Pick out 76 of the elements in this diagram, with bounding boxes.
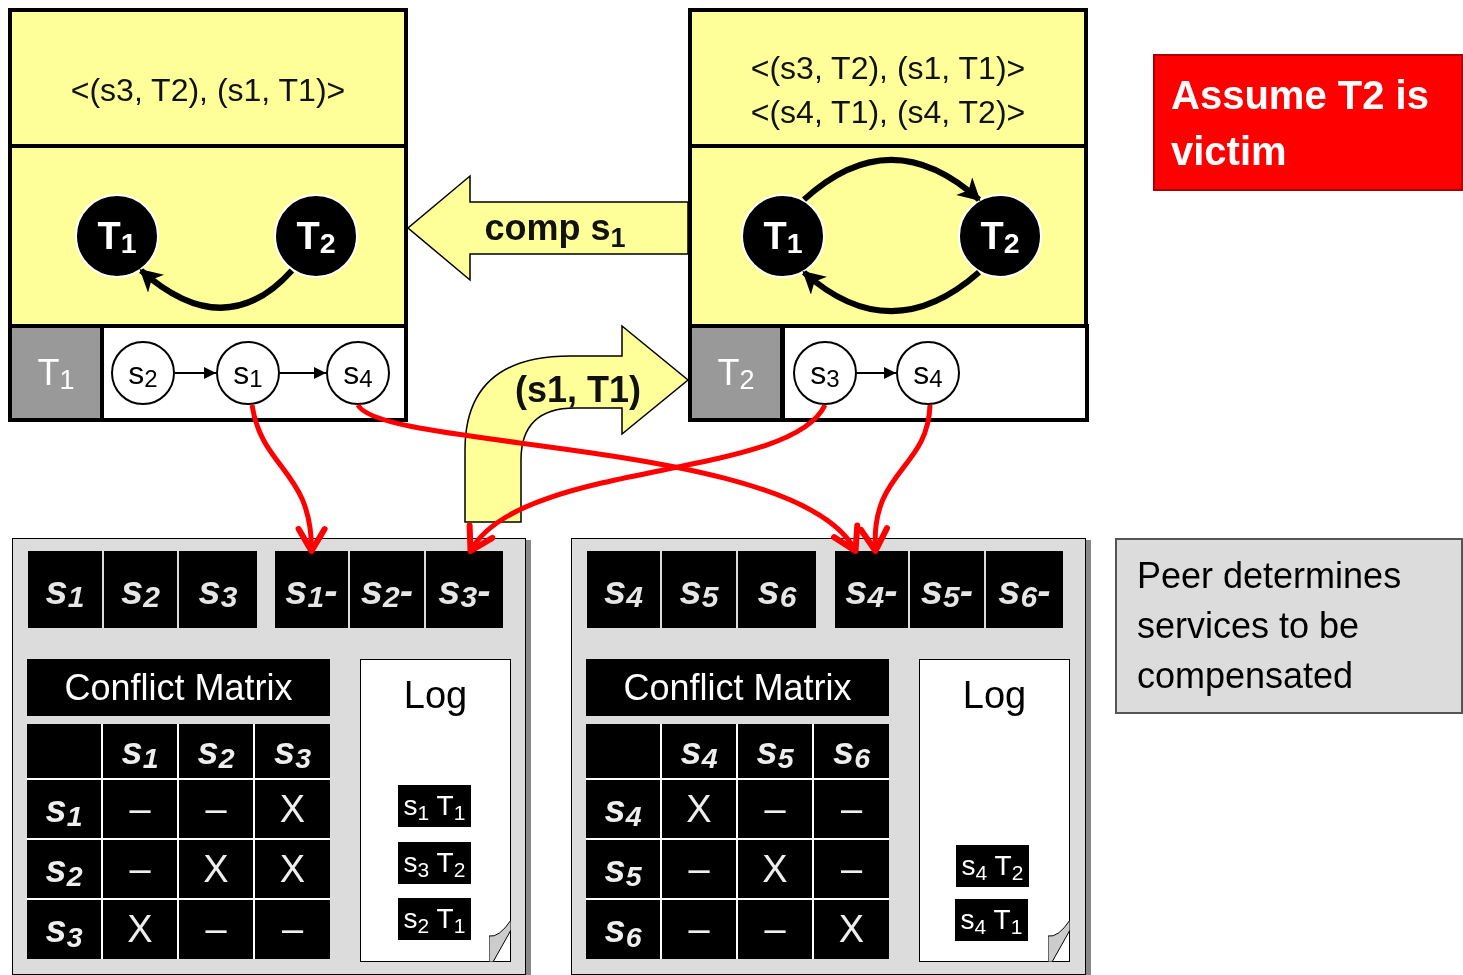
arrow — [859, 404, 933, 554]
log-title: Log — [402, 673, 469, 718]
matrix-cell: – — [255, 900, 330, 959]
header-cell: s$_{4}$ — [662, 724, 736, 778]
service-cell: s$_{5}$- — [910, 551, 984, 628]
transaction-node: T$_{2}$ — [274, 194, 358, 278]
matrix-cell: – — [814, 780, 889, 838]
arrow — [249, 404, 327, 554]
service-cell: s$_{1}$ — [28, 551, 102, 628]
matrix-cell: X — [738, 840, 812, 898]
matrix-cell: X — [255, 780, 330, 838]
matrix-cell: – — [179, 900, 253, 959]
service-cell: s$_{2}$ — [104, 551, 177, 628]
log-entry: s$_{1}$ T$_{1}$ — [398, 785, 471, 827]
arrow — [856, 367, 897, 379]
matrix-cell: – — [103, 780, 177, 838]
header-cell: s$_{6}$ — [814, 724, 889, 778]
history-text: <(s3, T2), (s1, T1)> — [750, 49, 1026, 88]
service-cell: s$_{4}$ — [587, 551, 660, 628]
curved-arrow — [139, 268, 295, 311]
curved-arrow — [802, 156, 981, 202]
service-cell: s$_{3}$- — [426, 551, 503, 628]
log-entry: s$_{2}$ T$_{1}$ — [398, 898, 471, 940]
transaction-node: T$_{1}$ — [75, 194, 159, 278]
matrix-cell: X — [179, 840, 253, 898]
header-cell: s$_{5}$ — [738, 724, 812, 778]
service-cell: s$_{4}$- — [835, 551, 908, 628]
transaction-node: T$_{2}$ — [958, 194, 1042, 278]
log-entry: s$_{3}$ T$_{2}$ — [398, 842, 471, 884]
service-chain-box — [781, 324, 1089, 422]
matrix-cell: – — [662, 900, 736, 959]
service-cell: s$_{1}$- — [275, 551, 348, 628]
matrix-cell: – — [814, 840, 889, 898]
service-cell: s$_{6}$ — [738, 551, 816, 628]
block-arrow — [406, 174, 689, 282]
header-cell: s$_{2}$ — [179, 724, 253, 778]
log-document — [919, 659, 1070, 962]
matrix-cell: X — [103, 900, 177, 959]
victim-note: Assume T2 is victim — [1153, 54, 1463, 191]
matrix-title: Conflict Matrix — [586, 659, 889, 716]
log-document — [360, 659, 511, 962]
matrix-cell: X — [662, 780, 736, 838]
log-entry: s$_{4}$ T$_{1}$ — [955, 899, 1028, 941]
matrix-cell: – — [738, 780, 812, 838]
header-cell: s$_{3}$ — [27, 900, 101, 959]
arrow — [279, 367, 327, 379]
header-cell: s$_{1}$ — [103, 724, 177, 778]
header-cell: s$_{5}$ — [586, 840, 660, 898]
header-cell: s$_{1}$ — [27, 780, 101, 838]
arrow — [467, 403, 827, 554]
curved-arrow — [802, 270, 981, 315]
history-text: <(s4, T1), (s4, T2)> — [750, 93, 1026, 132]
matrix-cell: – — [662, 840, 736, 898]
matrix-cell: – — [738, 900, 812, 959]
header-cell: s$_{2}$ — [27, 840, 101, 898]
log-entry: s$_{4}$ T$_{2}$ — [956, 845, 1029, 887]
matrix-cell: X — [255, 840, 330, 898]
service-cell: s$_{3}$ — [179, 551, 257, 628]
note-box: Peer determines services to be compensated — [1115, 538, 1463, 714]
service-cell: s$_{2}$- — [350, 551, 424, 628]
matrix-title: Conflict Matrix — [27, 659, 330, 716]
arrow — [174, 367, 217, 379]
arrow — [356, 403, 859, 554]
transaction-node: T$_{1}$ — [741, 194, 825, 278]
header-cell: s$_{3}$ — [255, 724, 330, 778]
matrix-cell: – — [103, 840, 177, 898]
matrix-cell: X — [814, 900, 889, 959]
block-arrow — [464, 325, 689, 523]
edge-label: (s1, T1) — [515, 370, 641, 410]
service-cell: s$_{6}$- — [986, 551, 1063, 628]
header-cell: s$_{4}$ — [586, 780, 660, 838]
matrix-cell: – — [179, 780, 253, 838]
service-cell: s$_{5}$ — [662, 551, 736, 628]
log-title: Log — [961, 673, 1028, 718]
header-cell: s$_{6}$ — [586, 900, 660, 959]
edge-label: comp s$_{1}$ — [484, 208, 626, 248]
